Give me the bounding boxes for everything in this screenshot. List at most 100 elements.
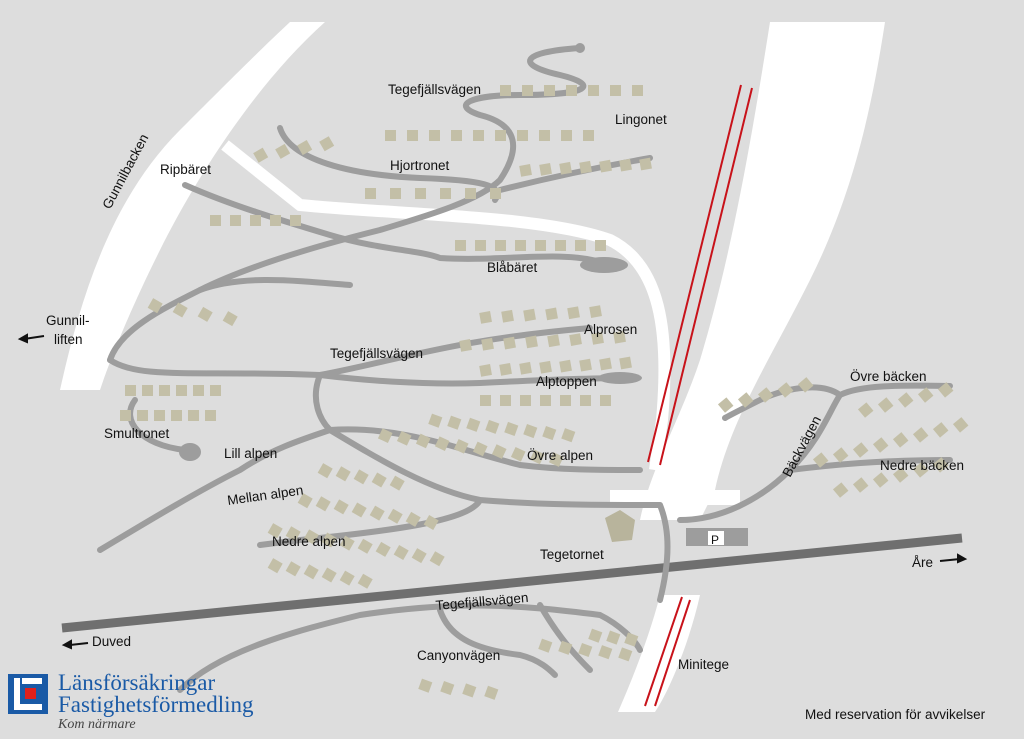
house-marker [475, 240, 486, 251]
house-marker [250, 215, 261, 226]
house-marker [852, 442, 869, 458]
house-marker [892, 467, 909, 483]
house-marker [222, 311, 238, 327]
house-marker [485, 419, 500, 434]
ski-road [221, 140, 671, 471]
house-marker [599, 357, 612, 371]
house-marker [579, 358, 592, 372]
house-marker [491, 444, 507, 459]
disclaimer: Med reservation för avvikelser [805, 707, 986, 722]
house-marker [479, 364, 492, 377]
house-marker [523, 423, 538, 439]
house-marker [588, 628, 603, 643]
house-marker [575, 240, 586, 251]
label-lingonet: Lingonet [615, 112, 667, 127]
house-marker [872, 472, 889, 488]
house-marker [176, 385, 187, 396]
house-marker [365, 188, 376, 199]
house-marker [499, 362, 512, 376]
house-marker [303, 529, 319, 545]
house-marker [539, 130, 550, 141]
house-marker [429, 130, 440, 141]
house-marker [142, 385, 153, 396]
house-marker [812, 452, 829, 468]
house-marker [588, 85, 599, 96]
slope-main [640, 22, 885, 520]
house-marker [210, 215, 221, 226]
house-marker [517, 130, 528, 141]
house-marker [515, 240, 526, 251]
house-marker [481, 337, 494, 351]
house-marker [210, 385, 221, 396]
house-marker [560, 395, 571, 406]
house-marker [897, 392, 914, 408]
house-marker [407, 130, 418, 141]
house-marker [495, 240, 506, 251]
house-marker [872, 437, 889, 453]
label-ovre-alpen: Övre alpen [527, 448, 593, 463]
house-marker [539, 162, 552, 176]
house-marker [490, 188, 501, 199]
house-marker [375, 541, 391, 557]
house-marker [832, 482, 849, 498]
label-alptoppen: Alptoppen [536, 374, 597, 389]
house-marker [639, 157, 652, 171]
house-marker [455, 240, 466, 251]
house-marker [317, 463, 333, 479]
house-marker [418, 678, 433, 693]
arrow-left-icon [17, 333, 28, 344]
ski-lifts [644, 84, 753, 707]
house-marker [193, 385, 204, 396]
house-marker [937, 382, 954, 398]
house-marker [172, 302, 188, 318]
house-marker [501, 309, 514, 323]
house-marker [197, 306, 213, 322]
house-marker [548, 452, 564, 467]
tegetornet-building [605, 510, 635, 542]
house-marker [371, 472, 387, 488]
house-marker [285, 561, 301, 577]
house-marker [618, 647, 633, 662]
house-marker [462, 683, 477, 698]
house-marker [561, 130, 572, 141]
logo-tagline: Kom närmare [58, 717, 136, 732]
house-marker [315, 496, 331, 512]
label-mellan-alpen: Mellan alpen [226, 482, 304, 508]
house-marker [599, 159, 612, 173]
house-marker [335, 466, 351, 482]
label-minitege: Minitege [678, 657, 729, 672]
house-marker [137, 410, 148, 421]
label-tegefjallsvagen-mid: Tegefjällsvägen [330, 346, 423, 361]
direction-arrows [17, 333, 968, 650]
house-marker [473, 130, 484, 141]
house-marker [319, 136, 335, 152]
house-marker [737, 392, 754, 408]
house-marker [717, 397, 734, 413]
house-marker [339, 570, 355, 586]
house-marker [267, 558, 283, 574]
house-marker [952, 417, 969, 433]
house-marker [500, 85, 511, 96]
house-marker [519, 361, 532, 375]
house-marker [396, 431, 412, 446]
house-marker [555, 240, 566, 251]
house-marker [465, 188, 476, 199]
label-canyonvagen: Canyonvägen [417, 648, 500, 663]
house-marker [542, 426, 557, 441]
house-marker [523, 308, 536, 322]
house-marker [387, 508, 403, 524]
house-marker [472, 441, 488, 457]
house-marker [434, 436, 450, 451]
parking-sign [708, 531, 724, 545]
house-marker [579, 160, 592, 174]
house-marker [275, 143, 291, 159]
slope-base [610, 490, 740, 505]
slope-gunnilbacken [60, 22, 325, 390]
house-marker [632, 85, 643, 96]
house-marker [580, 395, 591, 406]
house-marker [369, 505, 385, 521]
house-marker [480, 395, 491, 406]
house-marker [385, 130, 396, 141]
house-marker [510, 446, 526, 462]
